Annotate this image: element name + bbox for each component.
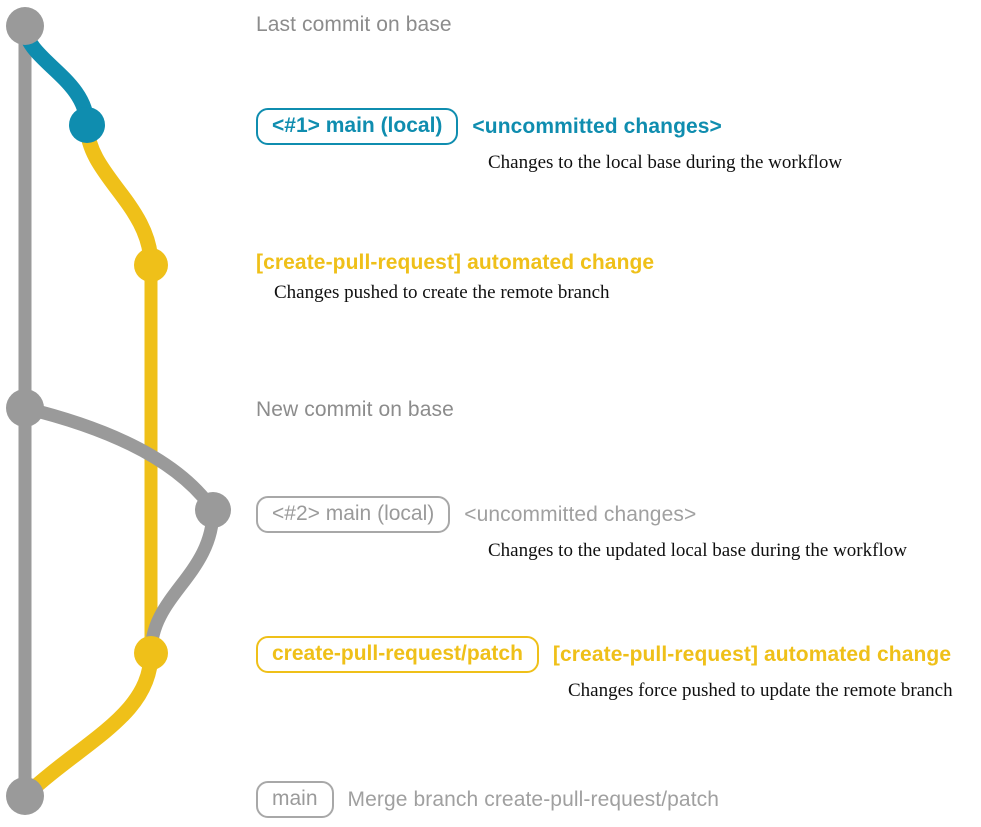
entry-local-main-1: <#1> main (local) <uncommitted changes> … [256, 108, 842, 174]
node-local-main-2[interactable] [195, 492, 231, 528]
remote2-to-merge-line [17, 645, 159, 804]
commit-note: Changes pushed to create the remote bran… [274, 282, 610, 303]
commit-subject: [create-pull-request] automated change [552, 642, 952, 666]
node-local-main-1[interactable] [69, 107, 105, 143]
remote-branch-line-yellow-top [79, 117, 159, 273]
commit-note: Changes to the local base during the wor… [488, 152, 843, 173]
commit-subject: <uncommitted changes> [464, 502, 697, 526]
commit-note: Changes to the updated local base during… [488, 540, 907, 561]
commit-subject: [create-pull-request] automated change [256, 251, 655, 274]
entry-local-main-2: <#2> main (local) <uncommitted changes> … [256, 496, 907, 562]
branch-pill-local-main-2[interactable]: <#2> main (local) [256, 496, 451, 533]
base-to-local2-line [18, 401, 220, 517]
commit-line: create-pull-request/patch [create-pull-r… [256, 636, 953, 673]
local2-to-remote2-line [144, 503, 220, 660]
commit-subject: Merge branch create-pull-request/patch [347, 787, 720, 811]
heading-new-commit-on-base: New commit on base [256, 398, 454, 421]
commit-line: main Merge branch create-pull-request/pa… [256, 781, 719, 818]
commit-graph [6, 7, 231, 815]
entry-merge-commit: main Merge branch create-pull-request/pa… [256, 781, 719, 818]
heading-last-commit-on-base: Last commit on base [256, 13, 452, 36]
commit-subject: <uncommitted changes> [472, 114, 722, 138]
entry-automated-change-update: create-pull-request/patch [create-pull-r… [256, 636, 953, 702]
commit-line: <#2> main (local) <uncommitted changes> [256, 496, 907, 533]
node-base-new[interactable] [6, 389, 44, 427]
commit-line: [create-pull-request] automated change [256, 251, 654, 275]
branch-pill-main[interactable]: main [256, 781, 334, 818]
branch-pill-create-pull-request-patch[interactable]: create-pull-request/patch [256, 636, 539, 673]
entry-automated-change-create: [create-pull-request] automated change C… [256, 251, 654, 304]
node-remote-push-2[interactable] [134, 636, 168, 670]
commit-line: <#1> main (local) <uncommitted changes> [256, 108, 842, 145]
branch-pill-local-main-1[interactable]: <#1> main (local) [256, 108, 459, 145]
node-remote-push-1[interactable] [134, 248, 168, 282]
node-base-top[interactable] [6, 7, 44, 45]
node-base-merge[interactable] [6, 777, 44, 815]
commit-note: Changes force pushed to update the remot… [568, 680, 953, 701]
